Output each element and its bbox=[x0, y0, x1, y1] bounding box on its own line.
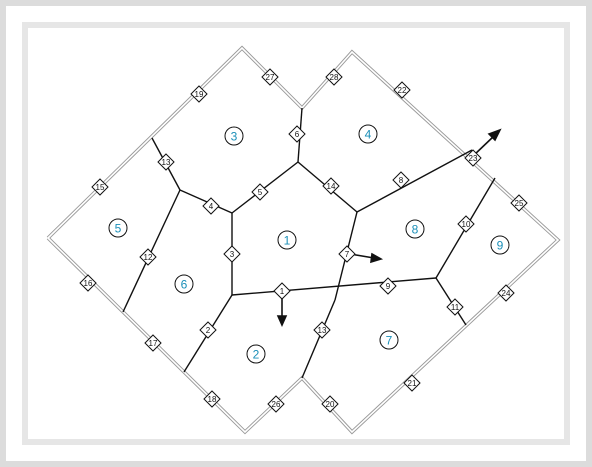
cell-label-9: 9 bbox=[490, 235, 510, 255]
edge-labels: 1234567891011121314131516171819202122232… bbox=[79, 68, 528, 413]
edge-label-13: 13 bbox=[157, 153, 175, 171]
edge-number: 8 bbox=[399, 176, 404, 185]
edge-number: 20 bbox=[326, 400, 335, 409]
arrows bbox=[276, 128, 502, 327]
arrow-down-head bbox=[276, 315, 288, 327]
edge-line bbox=[301, 299, 336, 379]
edge-label-5: 5 bbox=[251, 183, 269, 201]
edge-label-16: 15 bbox=[91, 178, 109, 196]
cell-label-1: 1 bbox=[277, 230, 297, 250]
cell-label-6: 6 bbox=[174, 274, 194, 294]
cell-label-3: 3 bbox=[224, 126, 244, 146]
edge-label-22: 21 bbox=[403, 374, 421, 392]
cell-number: 4 bbox=[365, 128, 372, 142]
edge-label-3: 3 bbox=[223, 245, 241, 263]
cell-label-2: 2 bbox=[246, 344, 266, 364]
arrow-up-right bbox=[472, 135, 495, 157]
edge-number: 24 bbox=[502, 289, 511, 298]
edge-number: 15 bbox=[96, 183, 105, 192]
edge-label-20: 19 bbox=[190, 85, 208, 103]
edge-label-27: 26 bbox=[267, 395, 285, 413]
cell-label-4: 4 bbox=[358, 124, 378, 144]
edge-label-26: 25 bbox=[510, 194, 528, 212]
edge-label-1: 1 bbox=[273, 282, 291, 300]
edge-label-23: 22 bbox=[393, 81, 411, 99]
edge-label-28: 27 bbox=[261, 68, 279, 86]
edge-label-9: 9 bbox=[379, 277, 397, 295]
arrow-up-right-head bbox=[487, 128, 502, 142]
edge-label-2: 2 bbox=[199, 321, 217, 339]
edge-number: 11 bbox=[451, 303, 460, 312]
cell-number: 7 bbox=[386, 334, 393, 348]
edge-number: 23 bbox=[469, 154, 478, 163]
cell-label-5: 5 bbox=[108, 218, 128, 238]
edge-line bbox=[356, 149, 473, 213]
edge-number: 7 bbox=[345, 250, 350, 259]
edge-number: 13 bbox=[162, 158, 171, 167]
edge-label-14: 14 bbox=[322, 177, 340, 195]
edge-label-4: 4 bbox=[202, 197, 220, 215]
edge-number: 12 bbox=[144, 253, 153, 262]
edge-line bbox=[231, 161, 299, 214]
edge-line bbox=[435, 277, 467, 326]
arrow-right-head bbox=[370, 252, 384, 264]
edge-label-7: 7 bbox=[338, 245, 356, 263]
edge-label-29: 28 bbox=[325, 68, 343, 86]
edge-label-18: 17 bbox=[144, 334, 162, 352]
edge-number: 28 bbox=[330, 73, 339, 82]
edge-label-12: 12 bbox=[139, 248, 157, 266]
outer-boundary-inner bbox=[47, 46, 560, 434]
edge-number: 5 bbox=[258, 188, 263, 197]
edge-number: 6 bbox=[295, 130, 300, 139]
edge-number: 26 bbox=[272, 400, 281, 409]
cell-number: 2 bbox=[253, 348, 260, 362]
edge-label-21: 20 bbox=[321, 395, 339, 413]
edge-number: 2 bbox=[206, 326, 211, 335]
edge-label-11: 11 bbox=[446, 298, 464, 316]
edge-number: 25 bbox=[515, 199, 524, 208]
edge-number: 9 bbox=[386, 282, 391, 291]
cell-number: 3 bbox=[231, 130, 238, 144]
edge-number: 14 bbox=[327, 182, 336, 191]
edge-number: 27 bbox=[266, 73, 275, 82]
edge-label-19: 18 bbox=[203, 390, 221, 408]
cell-label-8: 8 bbox=[405, 219, 425, 239]
edge-number: 22 bbox=[398, 86, 407, 95]
edge-number: 1 bbox=[280, 287, 285, 296]
edge-label-25: 24 bbox=[497, 284, 515, 302]
edge-label-8: 8 bbox=[392, 171, 410, 189]
edge-label-15: 13 bbox=[313, 321, 331, 339]
diagram-canvas bbox=[28, 28, 564, 439]
edge-number: 3 bbox=[230, 250, 235, 259]
cell-number: 1 bbox=[284, 234, 291, 248]
cell-label-7: 7 bbox=[379, 330, 399, 350]
cell-number: 8 bbox=[412, 223, 419, 237]
edge-line bbox=[179, 189, 233, 214]
edge-label-17: 16 bbox=[79, 274, 97, 292]
edge-number: 19 bbox=[195, 90, 204, 99]
cell-number: 6 bbox=[181, 278, 188, 292]
edge-number: 16 bbox=[84, 279, 93, 288]
edge-line bbox=[122, 189, 181, 313]
edge-number: 21 bbox=[408, 379, 417, 388]
edge-number: 10 bbox=[462, 220, 471, 229]
edge-number: 4 bbox=[209, 202, 214, 211]
edge-number: 13 bbox=[318, 326, 327, 335]
edge-label-24: 23 bbox=[464, 149, 482, 167]
cell-number: 9 bbox=[497, 239, 504, 253]
edge-number: 18 bbox=[208, 395, 217, 404]
edge-label-10: 10 bbox=[457, 215, 475, 233]
edge-line bbox=[231, 277, 437, 296]
edge-number: 17 bbox=[149, 339, 158, 348]
edge-label-6: 6 bbox=[288, 125, 306, 143]
cell-number: 5 bbox=[115, 222, 122, 236]
